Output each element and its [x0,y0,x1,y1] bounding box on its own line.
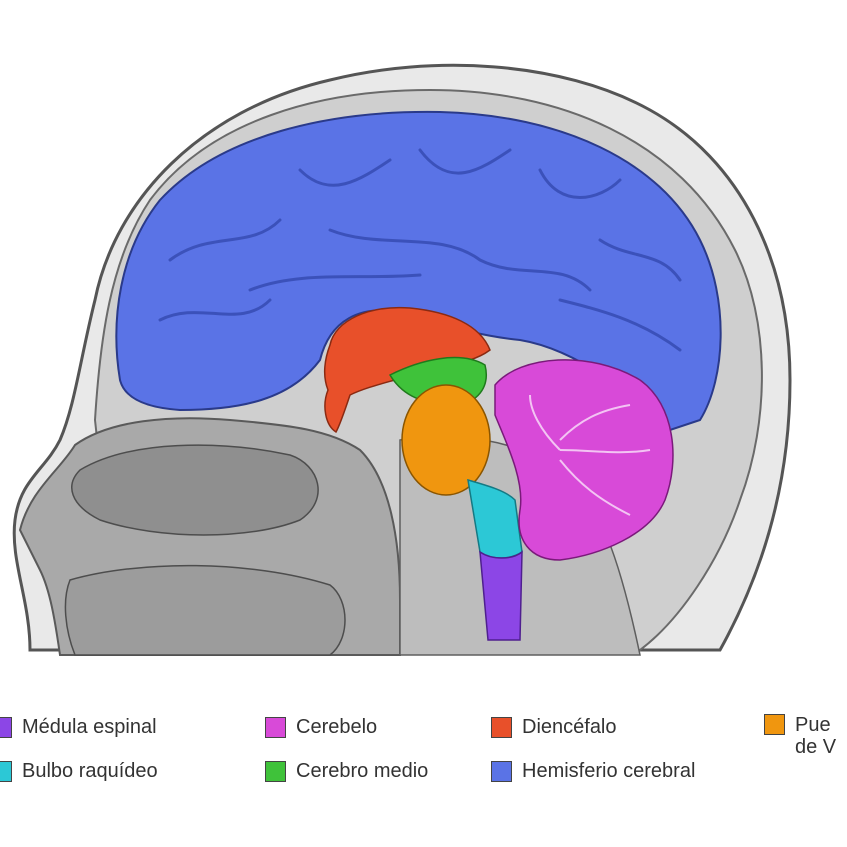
legend-label: Hemisferio cerebral [522,760,696,782]
legend-label-line-2: de V [795,736,837,758]
mouth-tissue [64,564,346,656]
cerebral-hemisphere [115,110,722,432]
legend-swatch [0,760,12,782]
legend-swatch [764,714,785,735]
pons [401,384,491,496]
legend-label: Bulbo raquídeo [22,760,158,782]
legend-label: Cerebelo [296,716,378,738]
legend-item-hemisferio-cerebral: Hemisferio cerebral [491,760,695,782]
spinal-cord [479,550,523,641]
legend-swatch [0,716,12,738]
nasal-cavity [71,444,319,536]
legend-item-diencefalo: Diencéfalo [491,716,617,738]
legend-label: Cerebro medio [296,760,429,782]
legend-label: Diencéfalo [522,716,617,738]
legend-label: Pue de V [795,714,847,758]
legend-item-cerebro-medio: Cerebro medio [265,760,428,782]
legend-item-cerebelo: Cerebelo [265,716,377,738]
legend-item-puente-de-varolio: Pue de V [764,714,847,758]
legend-swatch [491,760,512,782]
gyri-lines [158,148,682,352]
legend-label-line-1: Pue [795,714,831,736]
cerebellum [494,359,674,561]
legend-swatch [265,760,286,782]
cerebellum-folia [529,394,651,516]
legend-swatch [265,716,286,738]
legend-label: Médula espinal [22,716,157,738]
legend-swatch [491,716,512,738]
brain-sagittal-illustration [12,63,792,656]
legend-item-medula-espinal: Médula espinal [0,716,157,738]
legend-item-bulbo-raquideo: Bulbo raquídeo [0,760,158,782]
